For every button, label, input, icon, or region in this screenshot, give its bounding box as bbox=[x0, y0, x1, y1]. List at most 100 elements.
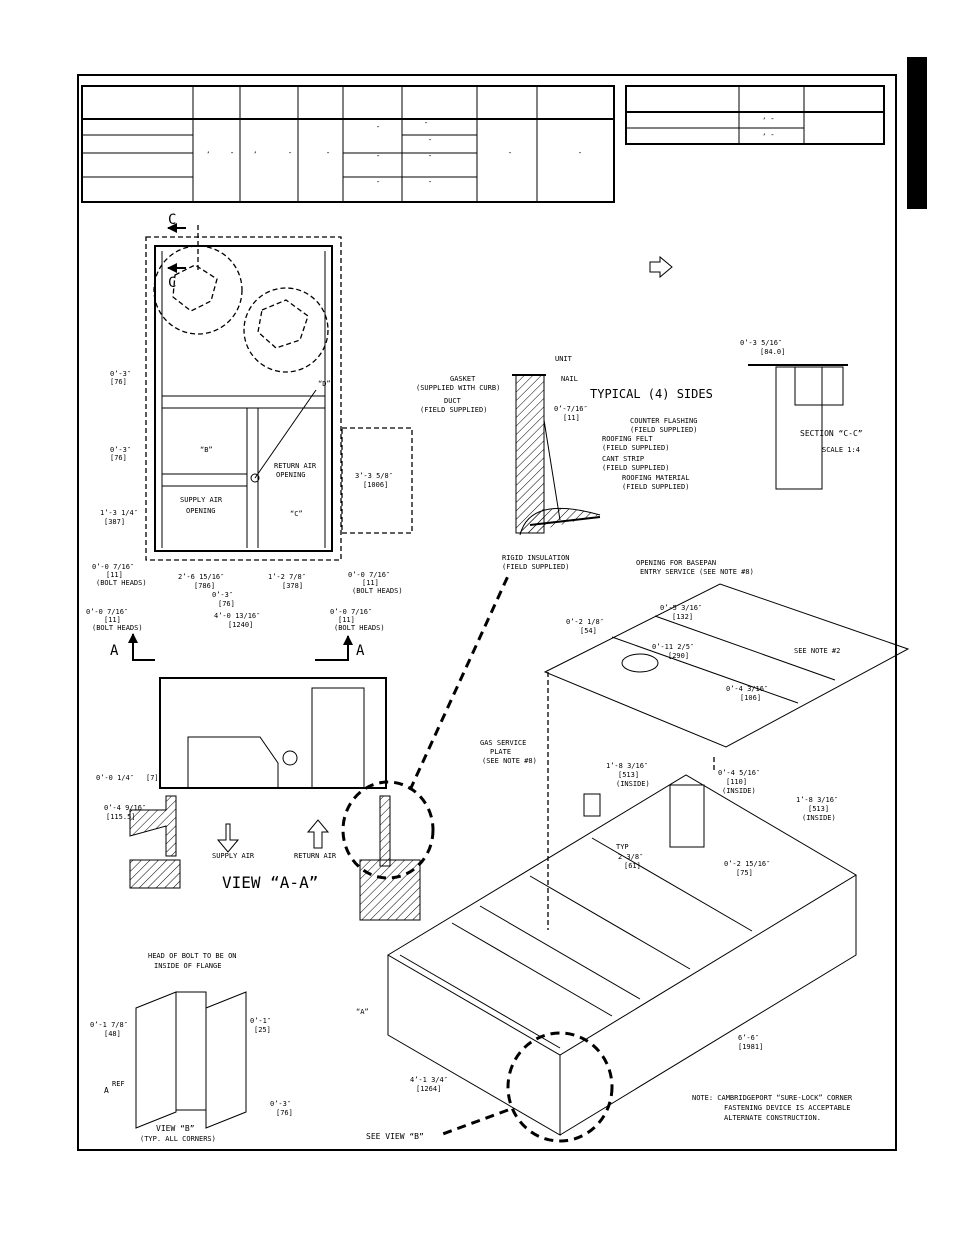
section-a-label: A bbox=[110, 643, 119, 659]
dim-text: [76] bbox=[276, 1109, 293, 1117]
dim-text: [11] bbox=[338, 616, 355, 624]
note-text: FASTENING DEVICE IS ACCEPTABLE bbox=[724, 1104, 850, 1112]
cell: ″ bbox=[428, 180, 432, 188]
view-aa-title: VIEW “A-A” bbox=[222, 873, 318, 892]
dim-text: [378] bbox=[282, 582, 303, 590]
cell: ″ bbox=[508, 151, 512, 159]
dim-text: [76] bbox=[110, 378, 127, 386]
supply-air-opening-label: SUPPLY AIR bbox=[180, 496, 223, 504]
dim-text: [115.5] bbox=[106, 813, 136, 821]
dim-text: [11] bbox=[106, 571, 123, 579]
cell: ’ ″ bbox=[762, 133, 775, 141]
view-b: HEAD OF BOLT TO BE ON INSIDE OF FLANGE 0… bbox=[90, 952, 293, 1143]
dim-text: TYP bbox=[616, 843, 629, 851]
label-c: “C” bbox=[290, 510, 303, 518]
dim-text: [11] bbox=[563, 414, 580, 422]
dim-text: 0’-3″ bbox=[270, 1100, 291, 1108]
return-air-label: RETURN AIR bbox=[294, 852, 337, 860]
cell: ’ bbox=[253, 151, 257, 159]
cell: ″ bbox=[288, 151, 292, 159]
callout: UNIT bbox=[555, 355, 573, 363]
dim-text: 0’-3 5/16″ bbox=[740, 339, 782, 347]
label-d: “D” bbox=[318, 380, 331, 388]
dim-text: (INSIDE) bbox=[722, 787, 756, 795]
callout: (FIELD SUPPLIED) bbox=[630, 426, 697, 434]
dim-text: (BOLT HEADS) bbox=[352, 587, 403, 595]
dim-text: 0’-2 1/8″ bbox=[566, 618, 604, 626]
callout: ENTRY SERVICE (SEE NOTE #8) bbox=[640, 568, 754, 576]
section-c-label: C bbox=[168, 275, 176, 291]
section-cc-title: SECTION “C-C” bbox=[800, 429, 863, 438]
callout: INSIDE OF FLANGE bbox=[154, 962, 221, 970]
dim-text: 1’-8 3/16″ bbox=[606, 762, 648, 770]
see-view-b-label: SEE VIEW “B” bbox=[366, 1132, 424, 1141]
dim-text: [1240] bbox=[228, 621, 253, 629]
callout: (SEE NOTE #8) bbox=[482, 757, 537, 765]
dim-text: 1’-2 7/8″ bbox=[268, 573, 306, 581]
dim-text: 1’-3 1/4″ bbox=[100, 509, 138, 517]
callout: PLATE bbox=[490, 748, 511, 756]
dim-text: 4’-0 13/16″ bbox=[214, 612, 260, 620]
dim-text: 0’-11 2/5″ bbox=[652, 643, 694, 651]
dim-text: [786] bbox=[194, 582, 215, 590]
dim-text: [76] bbox=[218, 600, 235, 608]
dim-text: 0’-0 1/4″ bbox=[96, 774, 134, 782]
callout: GAS SERVICE bbox=[480, 739, 526, 747]
dim-text: 0’-1 7/8″ bbox=[90, 1021, 128, 1029]
callout: COUNTER FLASHING bbox=[630, 417, 697, 425]
dim-text: 0’-3″ bbox=[212, 591, 233, 599]
callout: RIGID INSULATION bbox=[502, 554, 569, 562]
section-a-label: A bbox=[356, 643, 365, 659]
callout: (FIELD SUPPLIED) bbox=[420, 406, 487, 414]
page-border bbox=[77, 74, 897, 1151]
dim-text: [7] bbox=[146, 774, 159, 782]
dim-text: [11] bbox=[362, 579, 379, 587]
cell: ″ bbox=[428, 154, 432, 162]
view-aa: SUPPLY AIR RETURN AIR VIEW “A-A” 0’-0 1/… bbox=[96, 575, 510, 921]
cell: ″ bbox=[424, 121, 428, 129]
section-c-label: C bbox=[168, 212, 176, 228]
dim-text: [1006] bbox=[363, 481, 388, 489]
callout: (FIELD SUPPLIED) bbox=[502, 563, 569, 571]
dim-text: [290] bbox=[668, 652, 689, 660]
supply-air-label: SUPPLY AIR bbox=[212, 852, 255, 860]
dim-a-label: A bbox=[104, 1086, 109, 1095]
note-text: ALTERNATE CONSTRUCTION. bbox=[724, 1114, 821, 1122]
dim-text: 0’-4 5/16″ bbox=[718, 769, 760, 777]
callout: GASKET bbox=[450, 375, 476, 383]
callout: (FIELD SUPPLIED) bbox=[602, 464, 669, 472]
dim-text: 2’-6 15/16″ bbox=[178, 573, 224, 581]
dim-text: [54] bbox=[580, 627, 597, 635]
dim-text: [76] bbox=[110, 454, 127, 462]
dim-text: [132] bbox=[672, 613, 693, 621]
dim-text: [61] bbox=[624, 862, 641, 870]
cell: ″ bbox=[326, 151, 330, 159]
callout: ROOFING FELT bbox=[602, 435, 653, 443]
section-cc: 0’-3 5/16″ [84.0] SECTION “C-C” SCALE 1:… bbox=[740, 339, 863, 490]
dim-text: [11] bbox=[104, 616, 121, 624]
callout: OPENING FOR BASEPAN bbox=[636, 559, 716, 567]
dim-text: (INSIDE) bbox=[616, 780, 650, 788]
curb-flashing-detail: UNIT GASKET (SUPPLIED WITH CURB) NAIL DU… bbox=[416, 255, 713, 571]
dim-text: 0’-1″ bbox=[250, 1017, 271, 1025]
dim-text: 0’-3″ bbox=[110, 370, 131, 378]
dim-text: 0’-0 7/16″ bbox=[348, 571, 390, 579]
label-b: “B” bbox=[200, 446, 213, 454]
dim-text: (BOLT HEADS) bbox=[92, 624, 143, 632]
dim-text: 0’-7/16″ bbox=[554, 405, 588, 413]
dim-text: 4’-1 3/4″ bbox=[410, 1076, 448, 1084]
view-b-subtitle: (TYP. ALL CORNERS) bbox=[140, 1135, 216, 1143]
dim-text: 0’-0 7/16″ bbox=[92, 563, 134, 571]
dim-text: 0’-2 15/16″ bbox=[724, 860, 770, 868]
dim-text: 0’-3″ bbox=[110, 446, 131, 454]
dim-text: [25] bbox=[254, 1026, 271, 1034]
dim-text: [1981] bbox=[738, 1043, 763, 1051]
return-air-opening-label: RETURN AIR bbox=[274, 462, 317, 470]
callout: ROOFING MATERIAL bbox=[622, 474, 689, 482]
dim-text: 0’-0 7/16″ bbox=[330, 608, 372, 616]
callout: CANT STRIP bbox=[602, 455, 644, 463]
cell: ’ bbox=[206, 151, 210, 159]
dim-text: [513] bbox=[618, 771, 639, 779]
view-b-title: VIEW “B” bbox=[156, 1124, 195, 1133]
